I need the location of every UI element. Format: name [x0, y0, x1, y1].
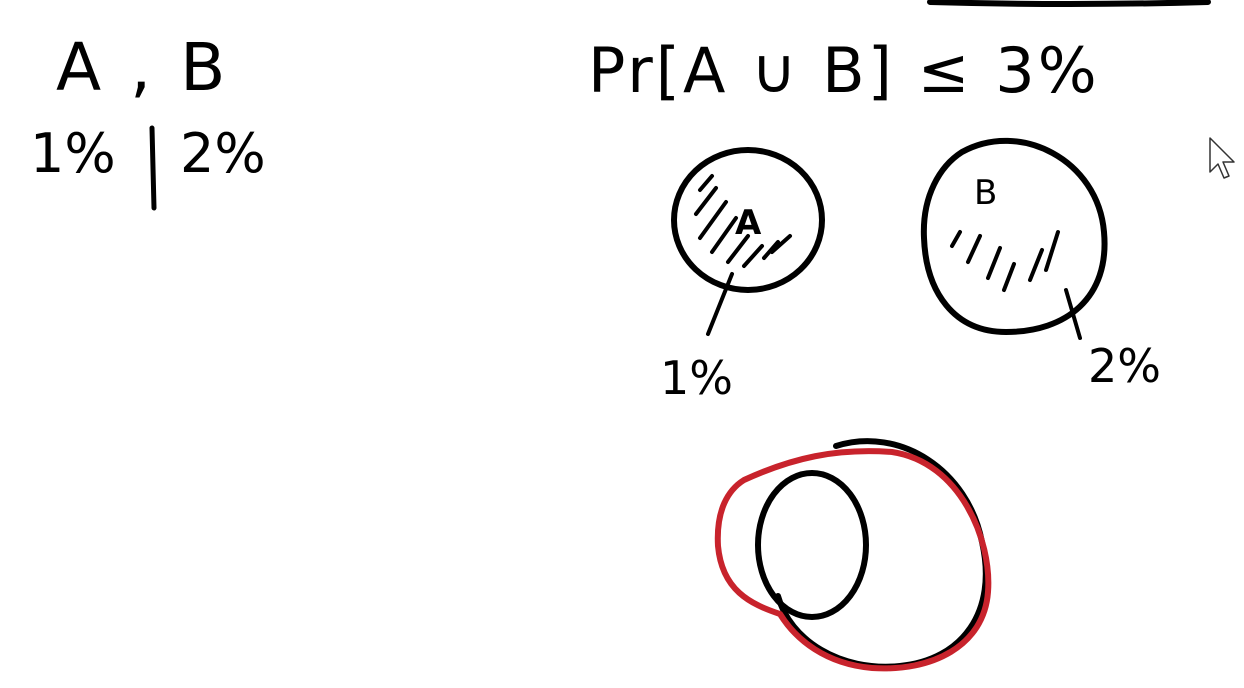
- circle-a-hatching: [694, 174, 792, 268]
- union-bound-text: Pr[A ∪ B] ≤ 3%: [588, 34, 1100, 107]
- circle-a-group: A 1%: [660, 147, 825, 405]
- circle-b-prob: 2%: [1088, 339, 1161, 393]
- prob-a-text: 1%: [30, 122, 116, 185]
- circle-b: [920, 137, 1108, 335]
- circle-a-pointer: [706, 272, 734, 336]
- mouse-pointer-icon: [1209, 137, 1235, 179]
- prob-b-text: 2%: [180, 122, 266, 185]
- circle-b-label: B: [974, 173, 997, 213]
- top-edge-stroke: [927, 0, 1211, 7]
- venn-black-inner: [755, 470, 869, 620]
- circle-a-prob: 1%: [660, 351, 733, 405]
- venn-red-outline: [714, 448, 992, 672]
- circle-b-group: B 2%: [920, 137, 1161, 393]
- overlapping-venn: [714, 438, 992, 672]
- separator-line: [149, 125, 157, 211]
- circle-b-hatching: [950, 230, 1060, 292]
- circle-a-label: A: [735, 203, 762, 243]
- events-text: A , B: [56, 29, 229, 106]
- circle-b-pointer: [1064, 288, 1082, 340]
- circle-a: [671, 147, 825, 293]
